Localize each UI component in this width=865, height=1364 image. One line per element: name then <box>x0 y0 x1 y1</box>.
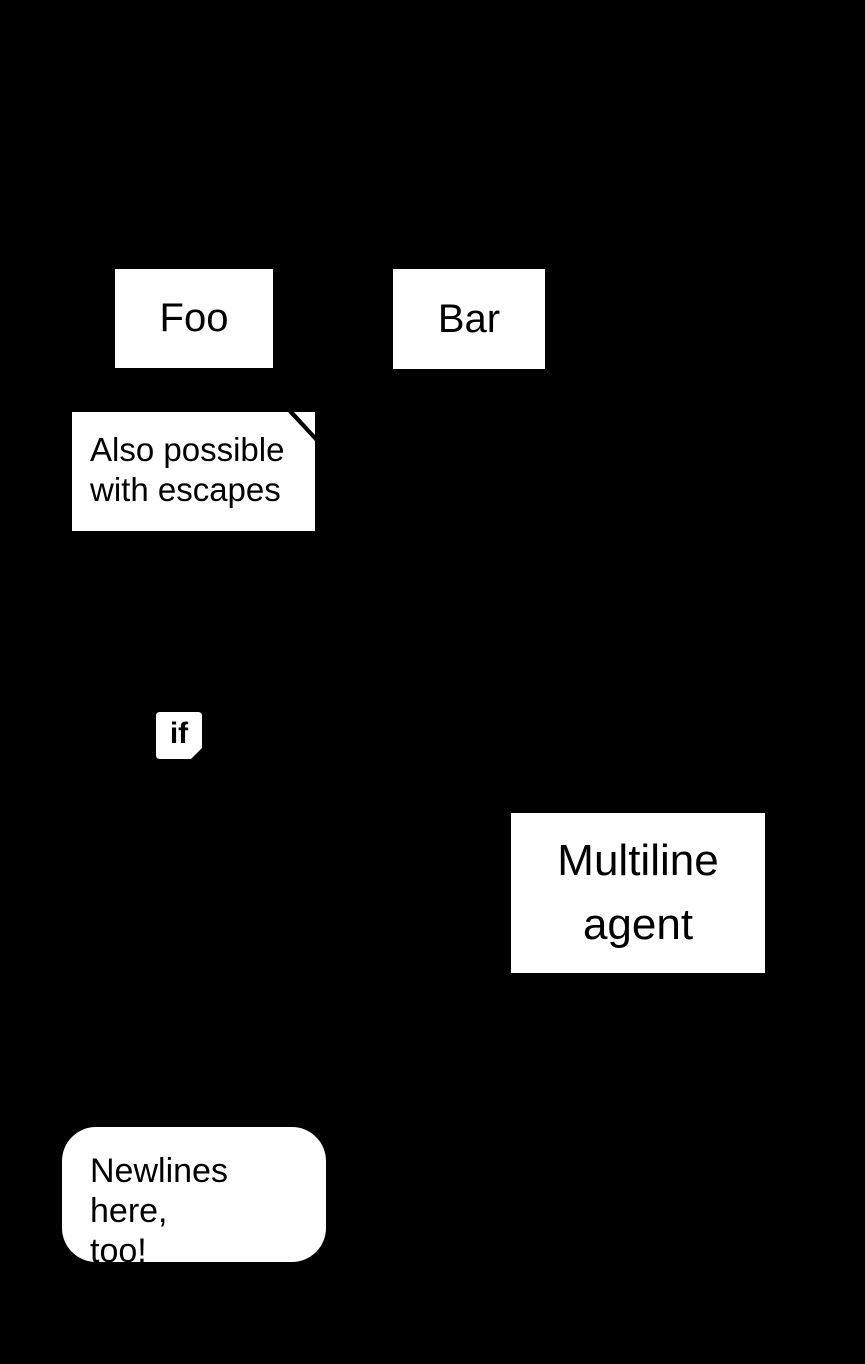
bubble-line-2: too! <box>90 1232 147 1270</box>
node-bar-label: Bar <box>437 296 501 341</box>
if-operator-badge: if <box>156 712 202 759</box>
bubble-line-1: Newlines here, <box>90 1152 228 1230</box>
note-line-1: Also possible <box>90 431 285 468</box>
if-badge-shape <box>156 712 202 759</box>
note-text: Also possible with escapes <box>90 430 307 510</box>
speech-bubble: Newlines here, too! <box>62 1127 326 1270</box>
multiline-agent-line-1: Multiline <box>557 836 719 885</box>
node-multiline-agent: Multiline agent <box>511 813 765 973</box>
node-foo-label: Foo <box>159 296 229 340</box>
note-body <box>72 412 315 531</box>
node-bar: Bar <box>393 269 545 369</box>
if-badge-label: if <box>169 717 189 750</box>
node-foo: Foo <box>115 269 273 368</box>
note-line-2: with escapes <box>90 471 281 508</box>
note-shape: Also possible with escapes <box>72 412 315 531</box>
note-outline <box>72 412 315 531</box>
multiline-agent-line-2: agent <box>582 900 694 949</box>
note-fold-icon <box>294 412 315 435</box>
